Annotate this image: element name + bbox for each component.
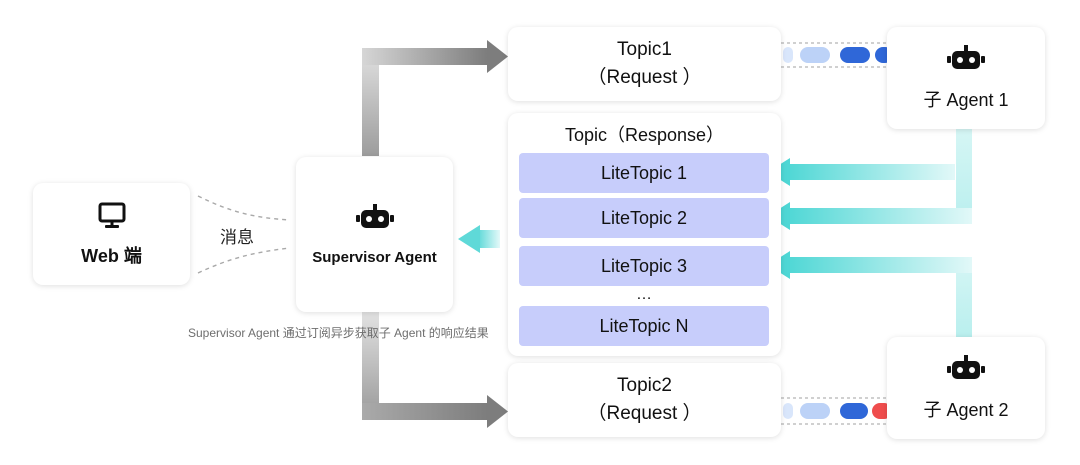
arrow-agent1-to-lite1 xyxy=(768,158,955,186)
supervisor-card: Supervisor Agent xyxy=(296,157,453,312)
arrow-to-topic1 xyxy=(362,40,508,156)
lite-topic-3: LiteTopic 3 xyxy=(519,246,769,286)
agent2-card: 子 Agent 2 xyxy=(887,337,1045,439)
lite-topic-n: LiteTopic N xyxy=(519,306,769,346)
agent2-label: 子 Agent 2 xyxy=(923,400,1009,420)
topic1-subtitle: （Request ） xyxy=(587,67,702,88)
message-curve-bottom xyxy=(197,247,291,274)
lite-topic-ellipsis: … xyxy=(636,286,652,303)
web-label: Web 端 xyxy=(81,246,142,266)
agent1-label: 子 Agent 1 xyxy=(923,90,1009,110)
message-queue-bottom xyxy=(783,403,892,419)
arrow-agent2-to-lite3 xyxy=(768,251,972,337)
topic2-title: Topic2 xyxy=(617,375,672,396)
robot-icon xyxy=(947,355,985,379)
topic1-title: Topic1 xyxy=(617,39,672,60)
message-queue-top xyxy=(783,47,893,63)
robot-icon xyxy=(355,204,394,228)
message-curve-top xyxy=(197,195,291,221)
monitor-icon xyxy=(98,202,125,228)
web-card: Web 端 xyxy=(33,183,190,285)
topic1-card: Topic1 （Request ） xyxy=(508,27,781,101)
arrow-response-to-supervisor xyxy=(458,225,500,253)
response-title: Topic（Response） xyxy=(564,125,725,145)
robot-icon xyxy=(947,45,985,69)
supervisor-label: Supervisor Agent xyxy=(312,249,437,266)
arrow-to-topic2 xyxy=(362,312,508,428)
agent1-card: 子 Agent 1 xyxy=(887,27,1045,129)
arrow-agent1-to-lite2 xyxy=(768,128,972,230)
topic2-card: Topic2 （Request ） xyxy=(508,363,781,437)
topic2-subtitle: （Request ） xyxy=(587,403,702,424)
lite-topic-1: LiteTopic 1 xyxy=(519,153,769,193)
message-label: 消息 xyxy=(220,228,254,247)
lite-topic-2: LiteTopic 2 xyxy=(519,198,769,238)
caption: Supervisor Agent 通过订阅异步获取子 Agent 的响应结果 xyxy=(188,326,489,340)
